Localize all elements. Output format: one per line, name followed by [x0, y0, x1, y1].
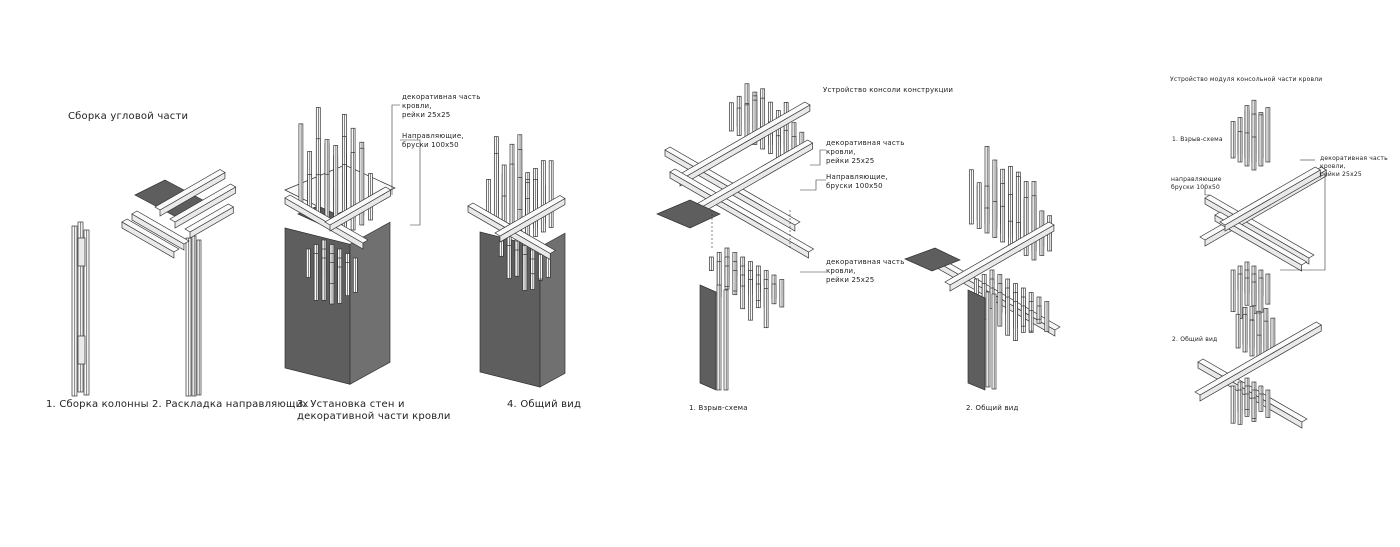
module-overall — [1194, 305, 1322, 429]
column-joint — [77, 237, 86, 267]
console-exploded — [656, 83, 815, 391]
section1-callout-guides: Направляющие, бруски 100x50 — [402, 132, 464, 149]
section1-step-1: 1. Сборка колонны — [46, 399, 149, 410]
callout-line-s3-guides — [1204, 186, 1210, 196]
callout-line-guides — [400, 139, 421, 226]
console-wall — [967, 289, 986, 391]
wall-panel — [539, 232, 566, 388]
callout-line-s2-roof — [810, 149, 826, 166]
section3-title: Устройство модуля консольной части кровл… — [1170, 76, 1323, 83]
callout-line-s2-guides — [800, 179, 826, 191]
callout-line-s3-extra — [1280, 175, 1326, 271]
section2-step-2: 2. Общий вид — [966, 404, 1019, 412]
section2-callout-roof-bottom: декоративная часть кровли, рейки 25x25 — [826, 258, 905, 284]
section1-callout-roof: декоративная часть кровли, рейки 25x25 — [402, 93, 481, 119]
console-panel — [904, 247, 961, 272]
column-joint — [77, 335, 86, 365]
section2-callout-guides: Направляющие, бруски 100x50 — [826, 173, 888, 190]
section1-step-3: 3. Установка стен и декоративной части к… — [297, 399, 451, 422]
section1-step-2: 2. Раскладка направляющих — [152, 399, 309, 410]
overall-view — [467, 134, 566, 388]
console-wall — [699, 284, 717, 391]
walls-and-roof — [284, 107, 396, 385]
wall-panel — [349, 221, 391, 385]
callout-line-roof — [391, 104, 400, 195]
section1-title: Сборка угловой части — [68, 111, 189, 122]
console-overall — [904, 146, 1061, 391]
section2-step-1: 1. Взрыв-схема — [689, 404, 748, 412]
section3-callout-guides: направляющие бруски 100x50 — [1171, 176, 1222, 191]
guides-layout — [121, 169, 237, 397]
section3-step-2: 2. Общий вид — [1172, 336, 1218, 343]
console-panel — [656, 199, 721, 229]
module-exploded — [1199, 99, 1327, 319]
column-assembly — [71, 221, 90, 397]
section3-step-1: 1. Взрыв-схема — [1172, 136, 1223, 143]
section2-title: Устройство консоли конструкции — [823, 86, 954, 94]
section2-callout-roof-top: декоративная часть кровли, рейки 25x25 — [826, 139, 905, 165]
section1-step-4: 4. Общий вид — [507, 399, 582, 410]
beam — [1224, 169, 1321, 232]
section3-callout-roof: декоративная часть кровли, рейки 25x25 — [1320, 155, 1388, 178]
